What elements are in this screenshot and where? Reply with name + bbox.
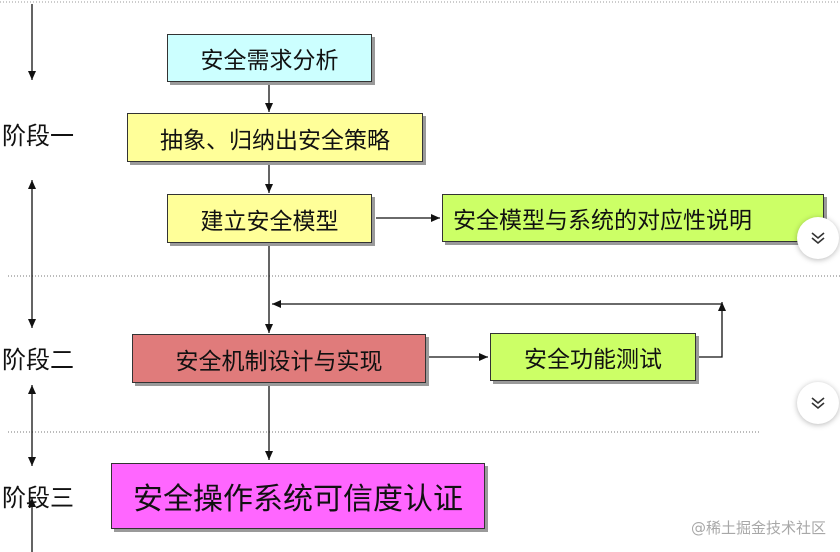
node-build-model: 建立安全模型 bbox=[167, 194, 372, 243]
node-model-correspondence: 安全模型与系统的对应性说明 bbox=[442, 194, 824, 242]
scroll-down-button[interactable] bbox=[797, 217, 839, 259]
stage-label-three: 阶段三 bbox=[2, 484, 74, 512]
node-abstract-policy: 抽象、归纳出安全策略 bbox=[127, 113, 423, 162]
chevron-down-icon bbox=[811, 397, 825, 410]
scroll-down-button[interactable] bbox=[797, 382, 839, 424]
node-os-certification: 安全操作系统可信度认证 bbox=[111, 463, 485, 529]
stage-label-two: 阶段二 bbox=[2, 346, 74, 374]
chevron-down-icon bbox=[811, 232, 825, 245]
node-requirements-analysis: 安全需求分析 bbox=[167, 34, 372, 82]
node-function-test: 安全功能测试 bbox=[490, 333, 696, 381]
node-mechanism-design: 安全机制设计与实现 bbox=[132, 334, 426, 383]
stage-label-one: 阶段一 bbox=[2, 122, 74, 150]
watermark: @稀土掘金技术社区 bbox=[690, 519, 826, 537]
arrow-test-feedback bbox=[696, 302, 726, 358]
